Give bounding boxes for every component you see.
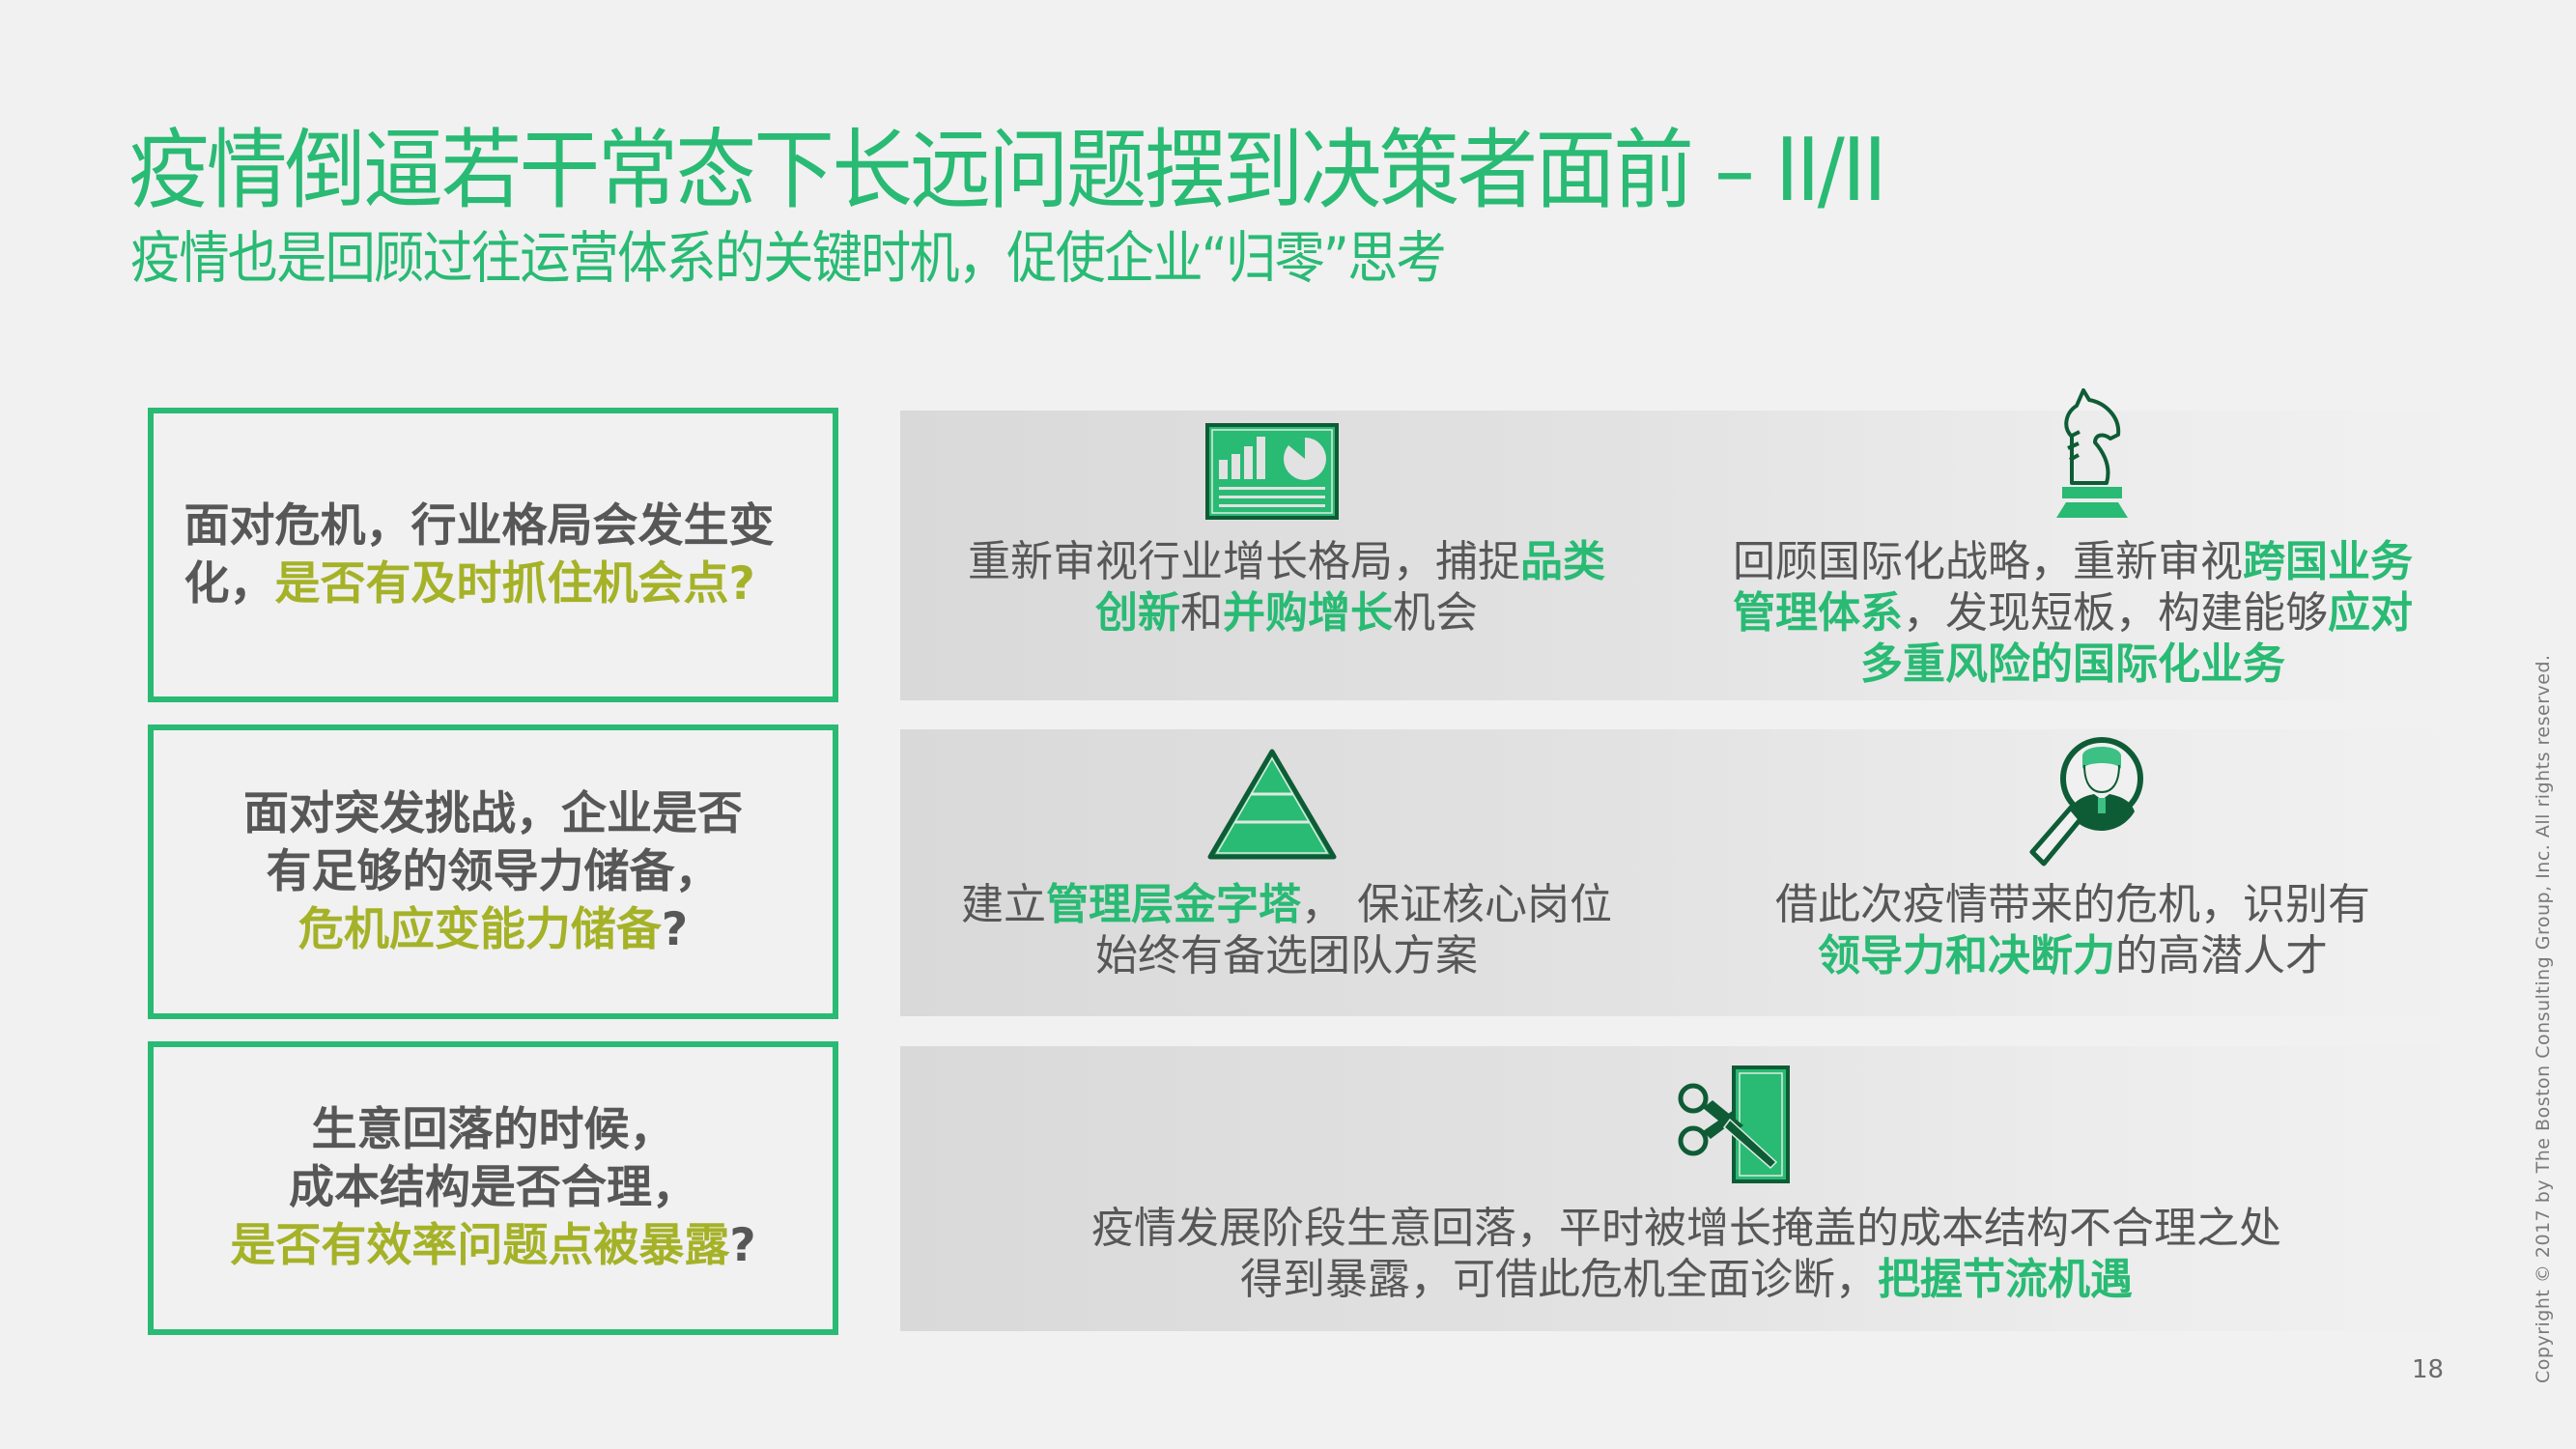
question-highlight: 是否有效率问题点被暴露 <box>230 1219 730 1272</box>
page-number: 18 <box>2412 1355 2445 1384</box>
question-text-3: 生意回落的时候， 成本结构是否合理， 是否有效率问题点被暴露? <box>230 1103 756 1272</box>
answer-cell-growth: 重新审视行业增长格局，捕捉品类 创新和并购增长机会 <box>900 411 1673 700</box>
question-highlight: 危机应变能力储备 <box>297 902 662 956</box>
question-box-1: 面对危机，行业格局会发生变化，是否有及时抓住机会点? <box>148 408 838 702</box>
question-box-3: 生意回落的时候， 成本结构是否合理， 是否有效率问题点被暴露? <box>148 1041 838 1335</box>
chart-report-icon <box>1205 423 1339 520</box>
answer-text-cost: 疫情发展阶段生意回落，平时被增长掩盖的成本结构不合理之处 得到暴露，可借此危机全… <box>1091 1204 2281 1304</box>
answer-cell-cost: 疫情发展阶段生意回落，平时被增长掩盖的成本结构不合理之处 得到暴露，可借此危机全… <box>900 1046 2473 1331</box>
answer-panel-2: 建立管理层金字塔， 保证核心岗位 始终有备选团队方案 借此次疫情带来的危机，识别… <box>900 729 2473 1016</box>
answer-text-talent: 借此次疫情带来的危机，识别有 领导力和决断力的高潜人才 <box>1775 880 2370 980</box>
answer-text-growth: 重新审视行业增长格局，捕捉品类 创新和并购增长机会 <box>968 537 1605 638</box>
pyramid-icon <box>1207 749 1337 860</box>
copyright-notice: Copyright © 2017 by The Boston Consultin… <box>2533 654 2554 1383</box>
page-subtitle: 疫情也是回顾过往运营体系的关键时机，促使企业“归零”思考 <box>130 225 1447 291</box>
talent-search-icon <box>2029 737 2143 867</box>
question-box-2: 面对突发挑战，企业是否 有足够的领导力储备， 危机应变能力储备? <box>148 724 838 1019</box>
chess-knight-icon <box>2056 388 2128 518</box>
answer-panel-3: 疫情发展阶段生意回落，平时被增长掩盖的成本结构不合理之处 得到暴露，可借此危机全… <box>900 1046 2473 1331</box>
scissors-cut-cost-icon <box>1678 1065 1790 1183</box>
answer-cell-talent: 借此次疫情带来的危机，识别有 领导力和决断力的高潜人才 <box>1673 729 2473 1016</box>
question-highlight: 是否有及时抓住机会点 <box>274 556 729 611</box>
page-title: 疫情倒逼若干常态下长远问题摆到决策者面前 – II/II <box>128 120 1887 221</box>
question-text-1: 面对危机，行业格局会发生变化，是否有及时抓住机会点? <box>184 498 775 611</box>
answer-cell-pyramid: 建立管理层金字塔， 保证核心岗位 始终有备选团队方案 <box>900 729 1673 1016</box>
answer-text-international: 回顾国际化战略，重新审视跨国业务 管理体系，发现短板，构建能够应对 多重风险的国… <box>1733 537 2413 689</box>
answer-text-pyramid: 建立管理层金字塔， 保证核心岗位 始终有备选团队方案 <box>961 880 1612 980</box>
answer-cell-international: 回顾国际化战略，重新审视跨国业务 管理体系，发现短板，构建能够应对 多重风险的国… <box>1673 388 2473 700</box>
answer-panel-1: 重新审视行业增长格局，捕捉品类 创新和并购增长机会 回顾国际化战略，重新审视跨国… <box>900 388 2473 700</box>
question-text-2: 面对突发挑战，企业是否 有足够的领导力储备， 危机应变能力储备? <box>243 786 743 956</box>
